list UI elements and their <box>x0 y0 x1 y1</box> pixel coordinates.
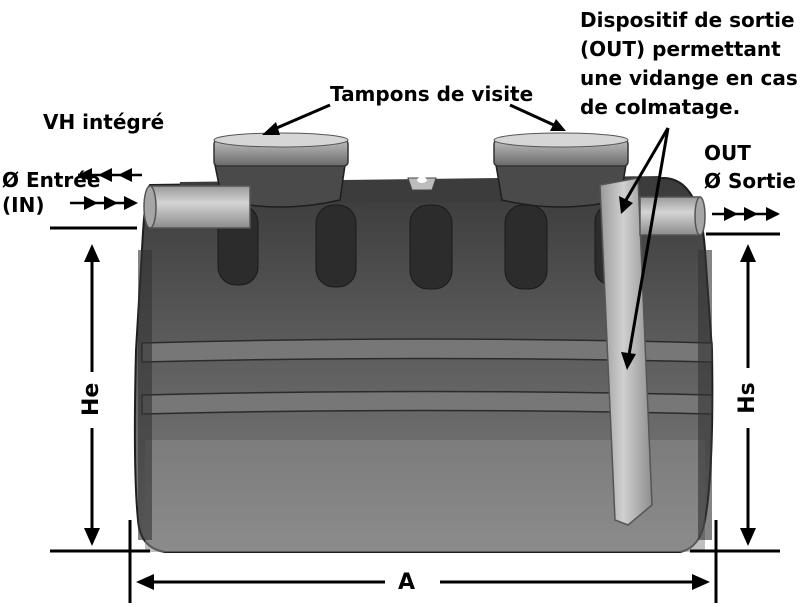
level-lines <box>50 226 780 553</box>
hs-dimension <box>740 244 756 546</box>
tank-body <box>133 176 714 553</box>
outlet-device-label: Dispositif de sortie (OUT) permettant un… <box>580 8 798 119</box>
outlet-device <box>599 177 706 526</box>
vent-cap <box>407 177 437 191</box>
width-label: A <box>398 570 416 595</box>
inspection-covers-label: Tampons de visite <box>330 82 534 106</box>
outlet-leader-arrows <box>619 127 670 370</box>
cover-leader-arrows <box>262 103 566 135</box>
he-label: He <box>79 382 104 416</box>
outlet-flow-arrows <box>712 207 780 221</box>
integrated-vent-label: VH intégré <box>43 110 165 134</box>
inlet-label: Ø Entrée (IN) <box>2 168 101 217</box>
outlet-label: OUT Ø Sortie <box>704 141 796 193</box>
hs-label: Hs <box>735 382 760 414</box>
inlet-flow-arrows <box>70 168 142 210</box>
inlet-pipe <box>143 185 251 229</box>
he-dimension <box>84 244 100 546</box>
a-dimension <box>128 520 718 603</box>
inspection-cover-right <box>493 132 629 208</box>
